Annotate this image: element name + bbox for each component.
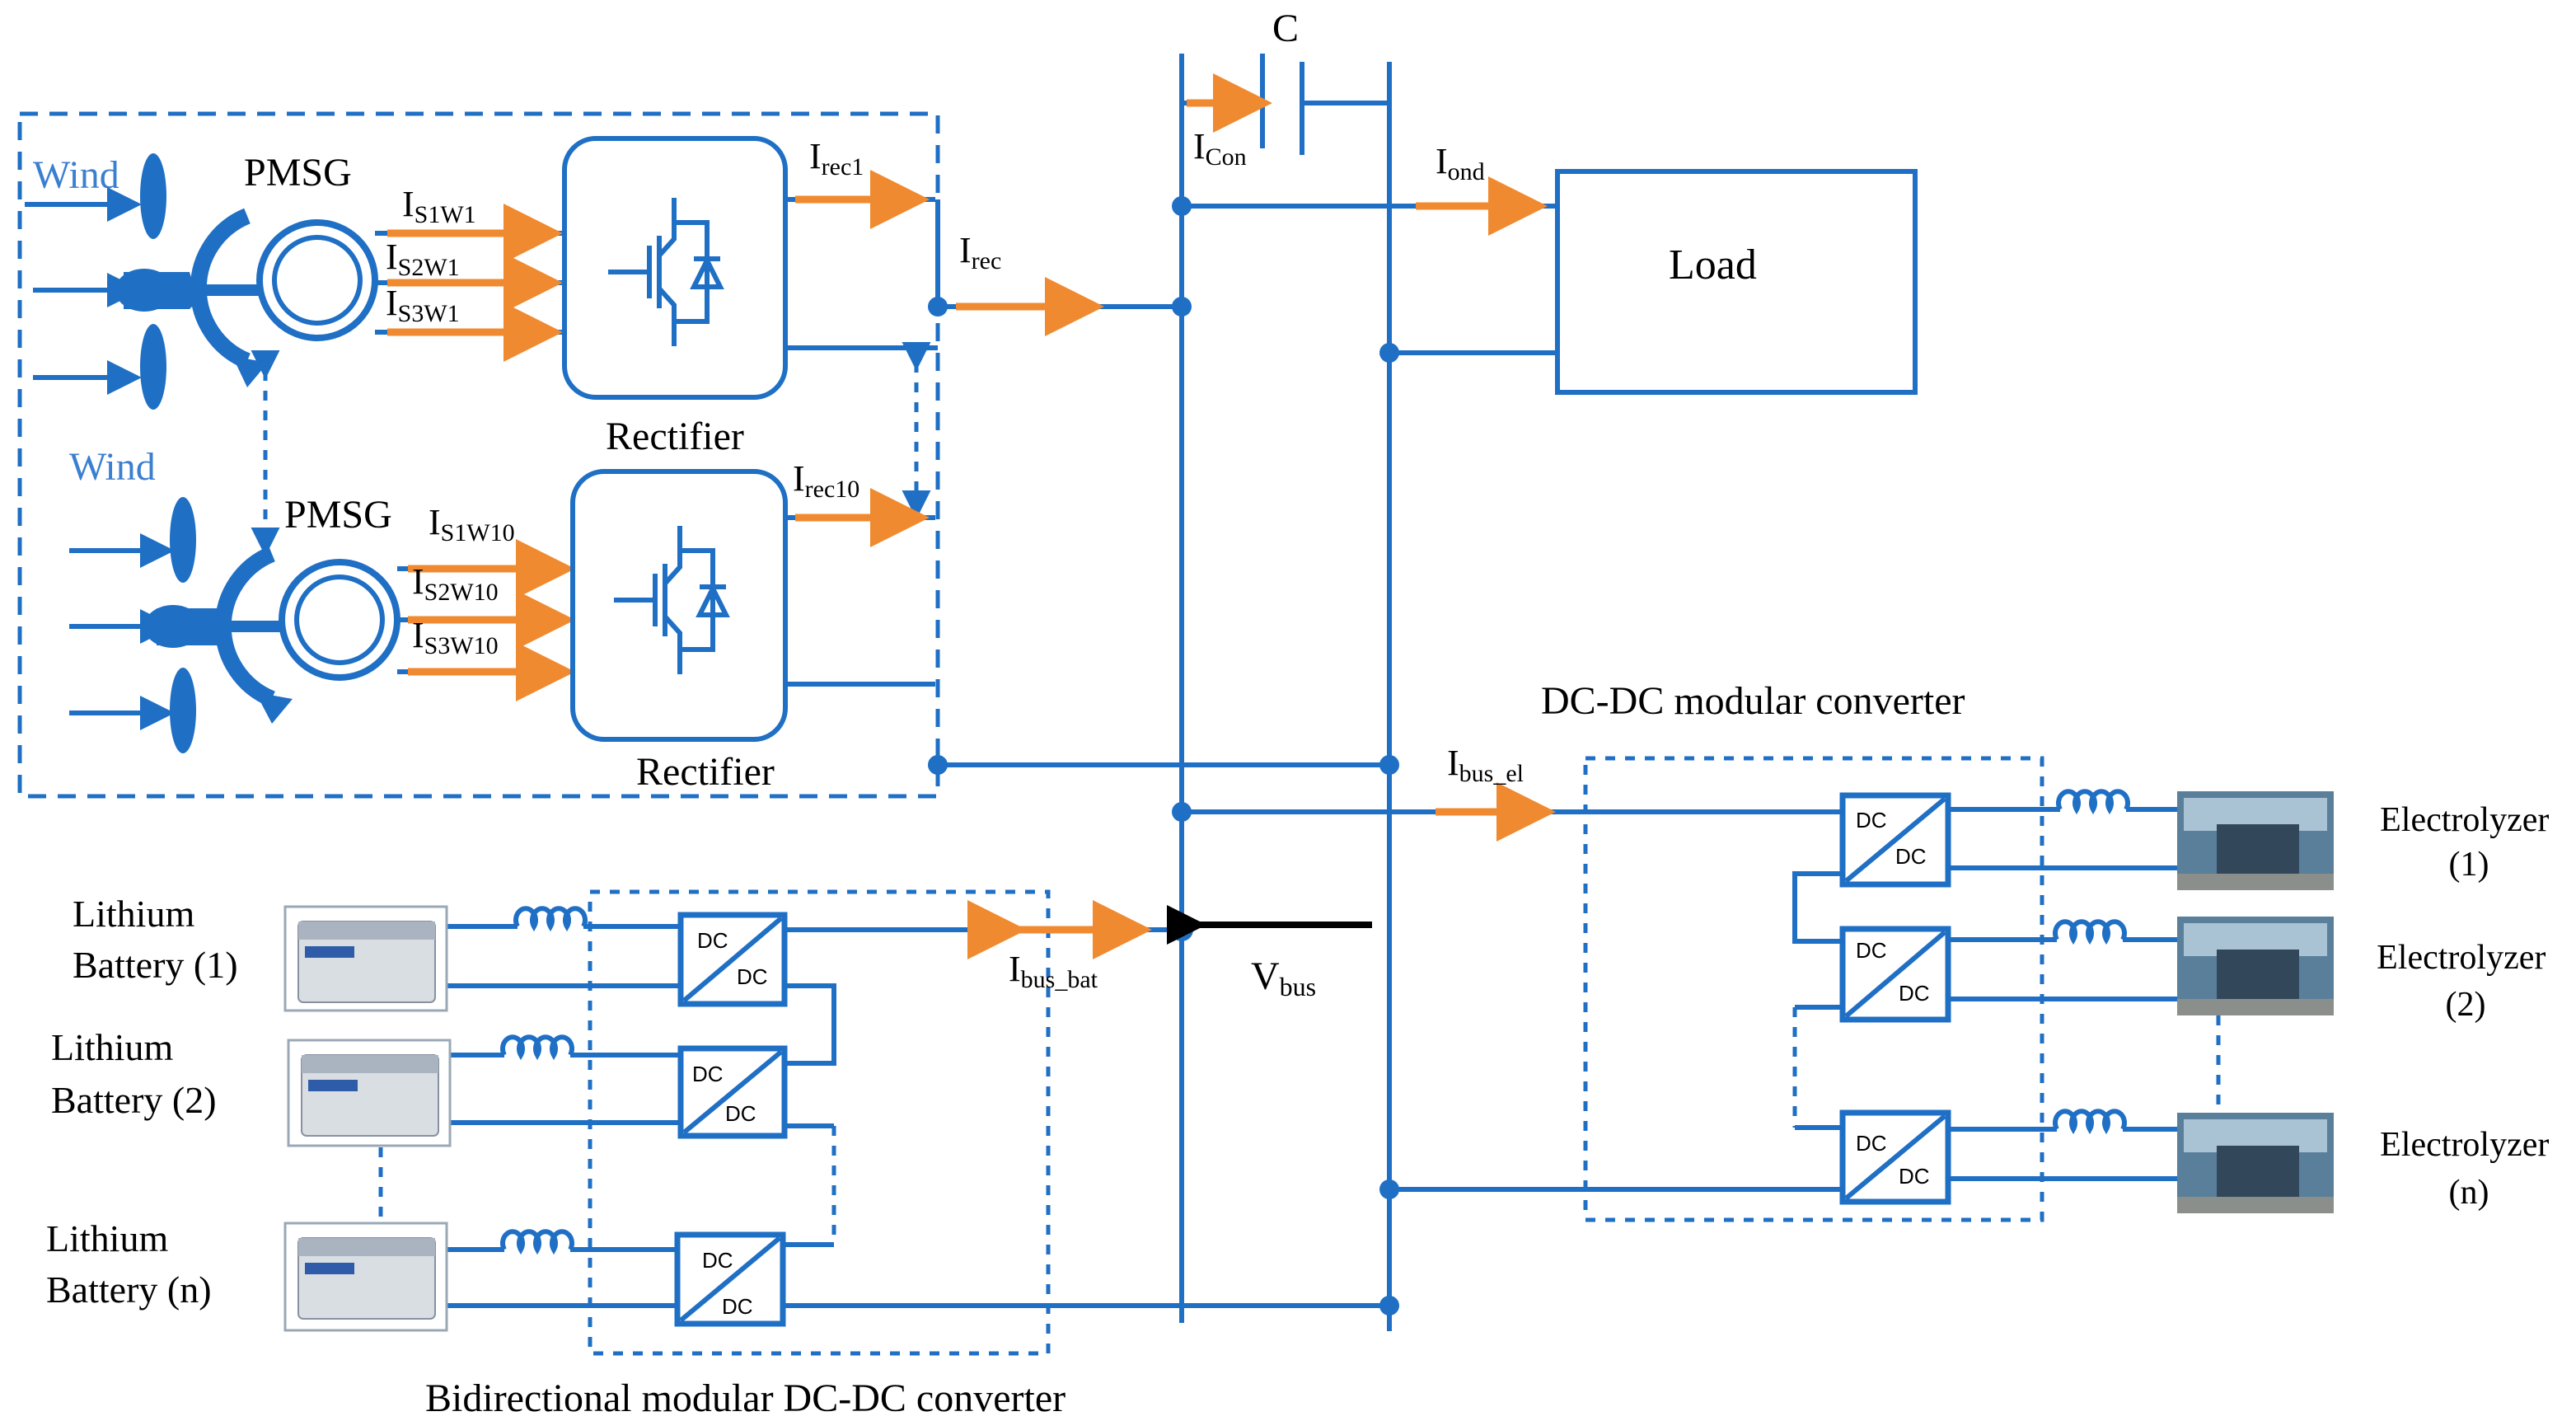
rectifier-label-2: Rectifier xyxy=(636,750,775,794)
battery-image-n xyxy=(283,1222,448,1332)
current-is3w10-label: IS3W10 xyxy=(412,615,499,659)
bat-series-links xyxy=(783,983,836,1247)
bus-irec-node xyxy=(1172,297,1192,317)
electrolyzer-label-n: Electrolyzer (n) xyxy=(2380,1126,2558,1212)
svg-text:DC: DC xyxy=(1899,1164,1930,1189)
svg-text:DC: DC xyxy=(702,1248,733,1273)
svg-text:DC: DC xyxy=(1856,1131,1887,1156)
current-is2w1-label: IS2W1 xyxy=(386,237,460,281)
battery-wiring xyxy=(445,908,681,1308)
wind-system-boundary xyxy=(17,111,940,799)
svg-text:DC: DC xyxy=(692,1062,724,1086)
current-iond-label: Iond xyxy=(1436,141,1485,185)
svg-text:DC: DC xyxy=(1856,938,1887,963)
svg-text:DC: DC xyxy=(737,964,768,989)
electrolyzer-label-2: Electrolyzer (2) xyxy=(2377,939,2555,1024)
current-is1w1-label: IS1W1 xyxy=(402,184,476,228)
current-icon-label: ICon xyxy=(1193,126,1247,171)
current-irec10-label: Irec10 xyxy=(793,458,859,503)
dcdc-module-el-n: DC DC xyxy=(1839,1109,1951,1205)
battery-image-2 xyxy=(287,1039,452,1147)
phase-lines-2 xyxy=(397,539,575,701)
svg-text:DC: DC xyxy=(697,928,728,953)
rectifier-1 xyxy=(562,136,788,400)
dcdc-converter-title: DC-DC modular converter xyxy=(1541,679,1965,723)
rectifier-2 xyxy=(570,469,788,742)
dcdc-module-el-1: DC DC xyxy=(1839,792,1951,888)
current-is3w1-label: IS3W1 xyxy=(386,283,460,327)
pmsg-generator-2 xyxy=(279,559,400,681)
current-is1w10-label: IS1W10 xyxy=(429,502,515,546)
load-label: Load xyxy=(1669,242,1757,288)
battery-label-2: Lithium Battery (2) xyxy=(51,1026,217,1121)
electrolyzer-image-2 xyxy=(2177,917,2334,1015)
svg-text:DC: DC xyxy=(1856,808,1887,832)
battery-label-n: Lithium Battery (n) xyxy=(46,1217,212,1311)
vbus-label: Vbus xyxy=(1251,954,1316,1001)
wind-label-2: Wind xyxy=(69,445,156,489)
dc-link-capacitor xyxy=(1182,54,1389,155)
svg-text:DC: DC xyxy=(1895,844,1927,869)
dcdc-module-bat-n: DC DC xyxy=(674,1231,786,1327)
pmsg-generator-1 xyxy=(256,219,378,341)
rectifier-label-1: Rectifier xyxy=(606,415,744,458)
load-box xyxy=(1555,169,1918,395)
dcdc-module-el-2: DC DC xyxy=(1839,926,1951,1023)
pmsg-label-2: PMSG xyxy=(284,493,392,537)
phase-lines-1 xyxy=(375,204,564,362)
battery-image-1 xyxy=(283,905,448,1012)
svg-text:DC: DC xyxy=(722,1294,753,1319)
current-irec-label: Irec xyxy=(959,230,1001,274)
electrolyzer-image-1 xyxy=(2177,791,2334,890)
svg-text:DC: DC xyxy=(1899,981,1930,1006)
bidirectional-converter-title: Bidirectional modular DC-DC converter xyxy=(425,1376,1066,1420)
battery-label-1: Lithium Battery (1) xyxy=(73,893,238,986)
current-ibus-bat-label: Ibus_bat xyxy=(1009,949,1098,993)
current-irec1-label: Irec1 xyxy=(809,136,864,181)
current-is2w10-label: IS2W10 xyxy=(412,561,499,606)
electrolyzer-label-1: Electrolyzer (1) xyxy=(2380,801,2558,884)
wind-label-1: Wind xyxy=(33,153,119,197)
dcdc-module-bat-2: DC DC xyxy=(677,1045,788,1139)
dcdc-module-bat-1: DC DC xyxy=(677,912,788,1007)
current-ibus-el-label: Ibus_el xyxy=(1447,743,1524,787)
capacitor-label: C xyxy=(1272,7,1299,50)
electrolyzer-outputs xyxy=(1948,791,2177,1181)
svg-text:DC: DC xyxy=(725,1101,756,1126)
pmsg-label-1: PMSG xyxy=(244,151,352,195)
dcdc-converter-boundary xyxy=(1583,756,2044,1222)
el-series-links xyxy=(1792,871,1843,1130)
electrolyzer-image-n xyxy=(2177,1113,2334,1213)
bus-wind-neg-node xyxy=(1379,755,1399,775)
wind-turbine-2 xyxy=(144,497,293,753)
